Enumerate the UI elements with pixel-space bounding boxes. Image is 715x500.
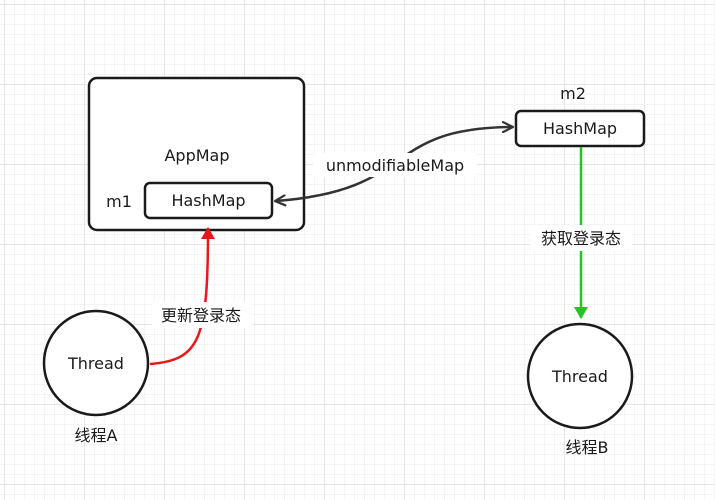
fetch-label: 获取登录态	[541, 229, 621, 248]
update-arrow	[149, 227, 215, 366]
update-label-bg	[152, 302, 252, 328]
m2-label: m2	[560, 84, 586, 103]
thread-a-circle[interactable]	[42, 309, 150, 417]
m1-hashmap-box[interactable]	[143, 181, 274, 220]
fetch-label-bg	[530, 225, 632, 251]
unmodifiable-label-bg	[313, 153, 477, 177]
m2-hashmap-label: HashMap	[543, 119, 617, 138]
thread-a-name: Thread	[67, 354, 124, 373]
thread-a-caption: 线程A	[75, 426, 118, 445]
m1-hashmap-label: HashMap	[171, 191, 245, 210]
thread-b-name: Thread	[551, 367, 608, 386]
thread-b-circle[interactable]	[526, 322, 634, 430]
appmap-title: AppMap	[164, 146, 229, 165]
update-label: 更新登录态	[161, 306, 241, 325]
m1-label: m1	[106, 192, 132, 211]
m2-hashmap-box[interactable]	[514, 109, 646, 148]
thread-b-caption: 线程B	[566, 438, 609, 457]
unmodifiable-label: unmodifiableMap	[326, 156, 464, 175]
